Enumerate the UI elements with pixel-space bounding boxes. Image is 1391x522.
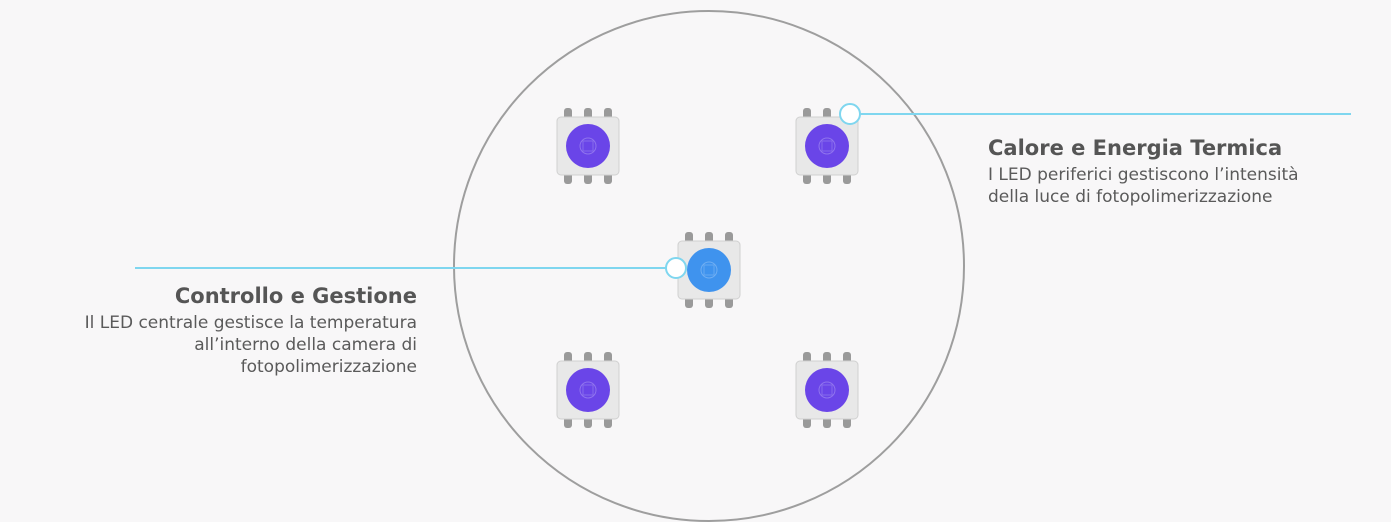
left-callout-line-2: all’interno della camera di [85, 334, 417, 356]
peripheral-led [796, 352, 858, 428]
led-lens [566, 368, 610, 412]
right-callout-line-2: della luce di fotopolimerizzazione [988, 186, 1299, 208]
led-lens [566, 124, 610, 168]
led-lens [805, 368, 849, 412]
right-callout-dot [840, 104, 860, 124]
right-callout-title: Calore e Energia Termica [988, 136, 1299, 160]
left-callout-line-3: fotopolimerizzazione [85, 356, 417, 378]
left-callout-dot [666, 258, 686, 278]
central-led [678, 232, 740, 308]
peripheral-led [557, 352, 619, 428]
left-callout-line-1: Il LED centrale gestisce la temperatura [85, 312, 417, 334]
right-callout-line-1: I LED periferici gestiscono l’intensità [988, 164, 1299, 186]
peripheral-led [557, 108, 619, 184]
left-callout-title: Controllo e Gestione [85, 284, 417, 308]
led-lens [805, 124, 849, 168]
left-callout-text: Controllo e Gestione Il LED centrale ges… [85, 284, 417, 378]
led-lens [687, 248, 731, 292]
right-callout-text: Calore e Energia Termica I LED periferic… [988, 136, 1299, 208]
